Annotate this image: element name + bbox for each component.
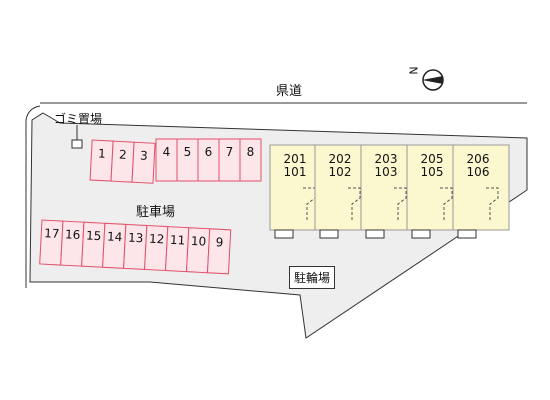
- parking-space-number: 3: [140, 149, 148, 163]
- parking-space-number: 6: [205, 145, 213, 159]
- unit-upper-number: 201: [283, 152, 307, 166]
- garbage-area-label: ゴミ置場: [54, 112, 103, 126]
- parking-space-number: 15: [86, 228, 102, 243]
- parking-space-number: 4: [163, 145, 171, 159]
- parking-space: [206, 228, 232, 275]
- parking-space-number: 7: [226, 145, 234, 159]
- parking-space-number: 1: [98, 146, 106, 160]
- unit-lower-number: 105: [420, 165, 444, 179]
- parking-space-number: 11: [170, 233, 186, 248]
- parking-space-number: 17: [44, 226, 60, 241]
- road-label: 県道: [276, 84, 303, 99]
- entrance-step: [457, 229, 477, 239]
- parking-space: [239, 138, 262, 182]
- unit-upper-number: 202: [328, 152, 352, 166]
- unit-upper-number: 205: [420, 152, 444, 166]
- compass-arrow: [422, 76, 443, 84]
- stair-outline: [394, 187, 407, 222]
- parking-space-number: 16: [65, 227, 81, 242]
- lot-corner-curve: [25, 105, 41, 288]
- building-units: [274, 145, 499, 239]
- entrance-step: [411, 229, 431, 239]
- parking-space: [131, 141, 156, 184]
- unit-lower-number: 101: [283, 165, 307, 179]
- parking-space-number: 10: [191, 234, 207, 249]
- parking-space-number: 12: [149, 232, 165, 247]
- bicycle-parking-label: 駐輪場: [289, 266, 336, 289]
- parking-space-number: 2: [119, 147, 127, 161]
- entrance-step: [274, 229, 294, 239]
- parking-lot-label: 駐車場: [136, 205, 176, 220]
- stair-outline: [348, 187, 361, 222]
- parking-space-number: 5: [184, 145, 192, 159]
- entrance-step: [319, 229, 339, 239]
- unit-lower-number: 103: [374, 165, 398, 179]
- parking-space-number: 9: [215, 235, 223, 249]
- parking-space-number: 13: [128, 231, 144, 246]
- stair-outline: [440, 187, 453, 222]
- parking-row-bottom: 17 16 15 14 13 12 11 10 9: [39, 219, 232, 275]
- compass-north-label: N: [407, 66, 421, 75]
- stair-outline: [486, 187, 499, 222]
- unit-lower-number: 102: [328, 165, 352, 179]
- unit-lower-number: 106: [466, 165, 490, 179]
- unit-upper-number: 203: [374, 152, 398, 166]
- entrance-step: [365, 229, 385, 239]
- garbage-box: [71, 139, 83, 149]
- parking-space-number: 14: [107, 229, 123, 244]
- parking-space-number: 8: [247, 145, 255, 159]
- unit-upper-number: 206: [466, 152, 490, 166]
